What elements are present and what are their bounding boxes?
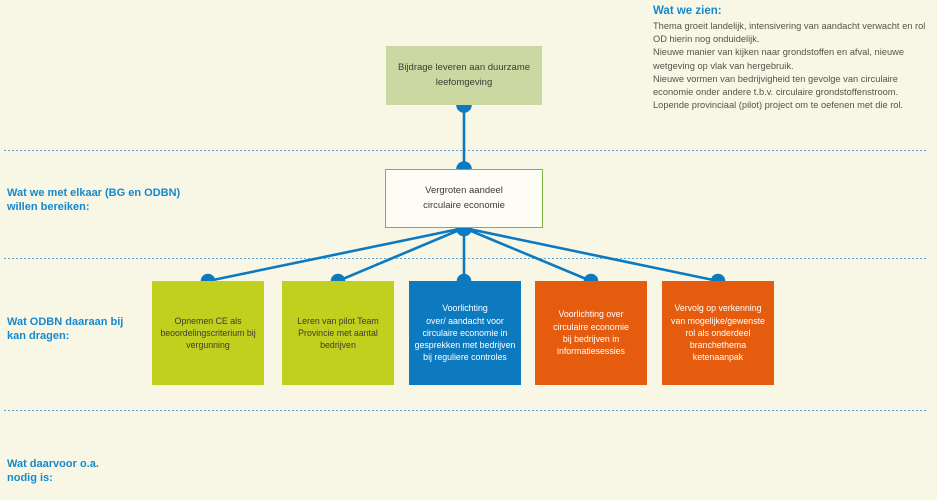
connector-goal-to-contribution-1 — [207, 226, 465, 283]
connector-goal-to-contribution-5 — [463, 226, 719, 283]
observation-line: Nieuwe manier van kijken naar grondstoff… — [653, 47, 904, 71]
section-divider-3 — [4, 410, 928, 411]
goal-box: Vergroten aandeel circulaire economie — [385, 169, 543, 228]
observation-line: Nieuwe vormen van bedrijvigheid ten gevo… — [653, 73, 899, 97]
contribution-box-2: Leren van pilot Team Provincie met aanta… — [282, 281, 394, 385]
contribution-box-1: Opnemen CE als beoordelingscriterium bij… — [152, 281, 264, 385]
connector-goal-to-contribution-4 — [463, 226, 592, 283]
connector-goal-to-contribution-2 — [337, 226, 465, 283]
mission-box: Bijdrage leveren aan duurzame leefomgevi… — [386, 46, 542, 105]
observations-panel: Wat we zien: Thema groeit landelijk, int… — [653, 5, 935, 112]
contribution-box-5: Vervolg op verkenning van mogelijke/gewe… — [662, 281, 774, 385]
row-label-contributions: Wat ODBN daaraan bij kan dragen: — [7, 316, 124, 343]
observations-heading: Wat we zien: — [653, 5, 722, 17]
section-divider-2 — [4, 258, 928, 259]
section-divider-1 — [4, 150, 928, 151]
observation-line: Thema groeit landelijk, intensivering va… — [653, 21, 926, 45]
contribution-box-4: Voorlichting over circulaire economie bi… — [535, 281, 647, 385]
row-label-needs: Wat daarvoor o.a. nodig is: — [7, 458, 99, 485]
observation-line: Lopende provinciaal (pilot) project om t… — [653, 100, 904, 111]
contribution-box-3: Voorlichting over/ aandacht voor circula… — [409, 281, 521, 385]
row-label-goal: Wat we met elkaar (BG en ODBN) willen be… — [7, 187, 181, 214]
